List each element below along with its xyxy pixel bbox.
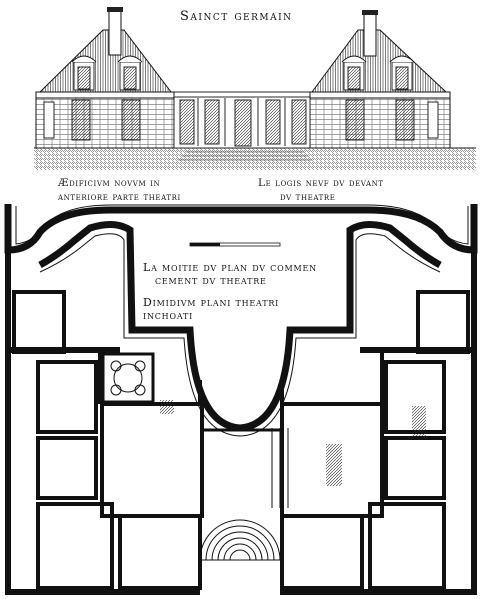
theatre-inner-wall bbox=[38, 221, 442, 432]
elevation-caption-french-line-2: dv theatre bbox=[280, 191, 336, 203]
floor-plan bbox=[4, 204, 478, 595]
plan-caption-french-line-2: cement dv theatre bbox=[155, 274, 267, 287]
right-wing-rooms bbox=[280, 290, 470, 590]
plate-title: Sainct germain bbox=[180, 9, 293, 24]
elevation-caption-french-line-1: Le logis nevf dv devant bbox=[258, 177, 384, 189]
left-wing-rooms bbox=[12, 290, 204, 590]
central-passage bbox=[202, 428, 289, 508]
central-arcade bbox=[173, 91, 311, 149]
stair-hatching bbox=[160, 400, 426, 486]
plan-caption-french-line-1: La moitie dv plan dv commen bbox=[143, 261, 317, 274]
elevation-caption-latin-line-2: anteriore parte theatri bbox=[58, 191, 181, 203]
theatre-outer-wall bbox=[4, 204, 478, 254]
right-pavilion bbox=[309, 10, 451, 149]
elevation-drawing bbox=[34, 7, 476, 170]
ground-hatching bbox=[34, 148, 476, 170]
plan-caption-latin-line-1: Dimidivm plani theatri bbox=[143, 296, 280, 309]
left-pavilion bbox=[35, 7, 175, 149]
elevation-caption-latin-line-1: Ædificivm novvm in bbox=[58, 177, 161, 189]
semicircular-steps bbox=[199, 519, 281, 561]
staircase-left bbox=[101, 352, 155, 404]
plan-caption-latin-line-2: inchoati bbox=[143, 309, 194, 322]
scale-bar bbox=[189, 242, 281, 247]
